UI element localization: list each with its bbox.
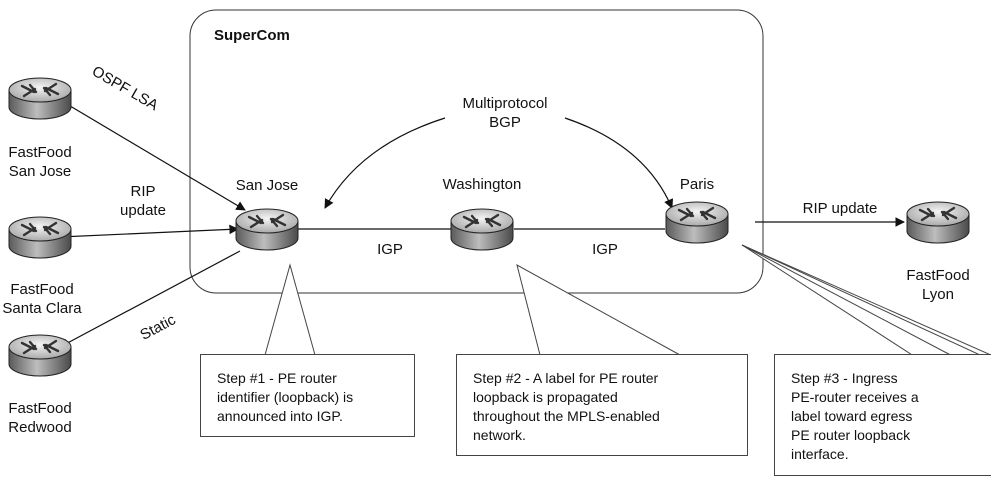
- router-washington: [449, 207, 515, 252]
- bgp-arrow-right: [564, 117, 674, 209]
- step1-line1: Step #1 - PE router: [217, 370, 337, 386]
- step3-line5: interface.: [791, 446, 849, 462]
- bgp-label: Multiprotocol BGP: [443, 94, 567, 132]
- callout-pointer-1: [264, 263, 316, 356]
- label-ff-lyon-line1: FastFood: [906, 267, 970, 284]
- label-ff-san-jose: FastFood San Jose: [0, 143, 80, 181]
- bgp-arrow-left: [324, 117, 446, 209]
- step1-line2: identifier (loopback) is: [217, 389, 354, 405]
- callout-3-edge: [741, 244, 961, 361]
- label-ff-redwood: FastFood Redwood: [0, 399, 80, 437]
- label-ff-santa-clara-line2: Santa Clara: [2, 300, 82, 317]
- bgp-label-line2: BGP: [489, 114, 521, 131]
- label-ff-san-jose-line2: San Jose: [8, 163, 72, 180]
- label-igp-2: IGP: [592, 241, 618, 258]
- label-san-jose: San Jose: [235, 177, 299, 194]
- label-ff-santa-clara: FastFood Santa Clara: [0, 280, 84, 318]
- label-ff-redwood-line1: FastFood: [8, 400, 72, 417]
- label-ff-lyon: FastFood Lyon: [898, 266, 978, 304]
- router-ff-san-jose: [7, 76, 73, 121]
- step3-line3: label toward egress: [791, 408, 913, 424]
- label-rip-left-line2: update: [120, 202, 166, 219]
- router-ff-redwood: [7, 333, 73, 378]
- step2-line3: throughout the MPLS-enabled: [473, 408, 660, 424]
- label-igp-1: IGP: [377, 241, 403, 258]
- link-ospf: [54, 96, 246, 211]
- step2-line2: loopback is propagated: [473, 389, 618, 405]
- router-ff-santa-clara: [7, 215, 73, 260]
- callout-step-3: Step #3 - Ingress PE-router receives a l…: [774, 354, 991, 476]
- supercom-label: SuperCom: [214, 27, 290, 44]
- label-ff-redwood-line2: Redwood: [8, 419, 72, 436]
- step2-line1: Step #2 - A label for PE router: [473, 370, 659, 386]
- callout-step-1: Step #1 - PE router identifier (loopback…: [200, 354, 415, 437]
- label-rip-right: RIP update: [802, 200, 878, 217]
- supercom-boundary: [189, 9, 764, 294]
- router-paris: [664, 200, 730, 245]
- step3-line2: PE-router receives a: [791, 389, 919, 405]
- label-paris: Paris: [679, 176, 715, 193]
- router-ff-lyon: [905, 200, 971, 245]
- label-ff-san-jose-line1: FastFood: [8, 144, 72, 161]
- label-rip-left: RIP update: [108, 182, 178, 220]
- label-rip-left-line1: RIP: [130, 183, 156, 200]
- step1-line3: announced into IGP.: [217, 408, 343, 424]
- bgp-label-line1: Multiprotocol: [462, 95, 548, 112]
- label-ff-lyon-line2: Lyon: [922, 286, 954, 303]
- callout-3-edge-2: [741, 244, 991, 356]
- label-ff-santa-clara-line1: FastFood: [10, 281, 74, 298]
- callout-step-2: Step #2 - A label for PE router loopback…: [456, 354, 748, 456]
- label-washington: Washington: [442, 176, 522, 193]
- step2-line4: network.: [473, 427, 526, 443]
- step3-line4: PE router loopback: [791, 427, 911, 443]
- step3-line1: Step #3 - Ingress: [791, 370, 898, 386]
- callout-pointer-2: [516, 264, 681, 356]
- link-rip-left: [59, 224, 239, 238]
- router-san-jose: [234, 207, 300, 252]
- link-static: [59, 250, 241, 348]
